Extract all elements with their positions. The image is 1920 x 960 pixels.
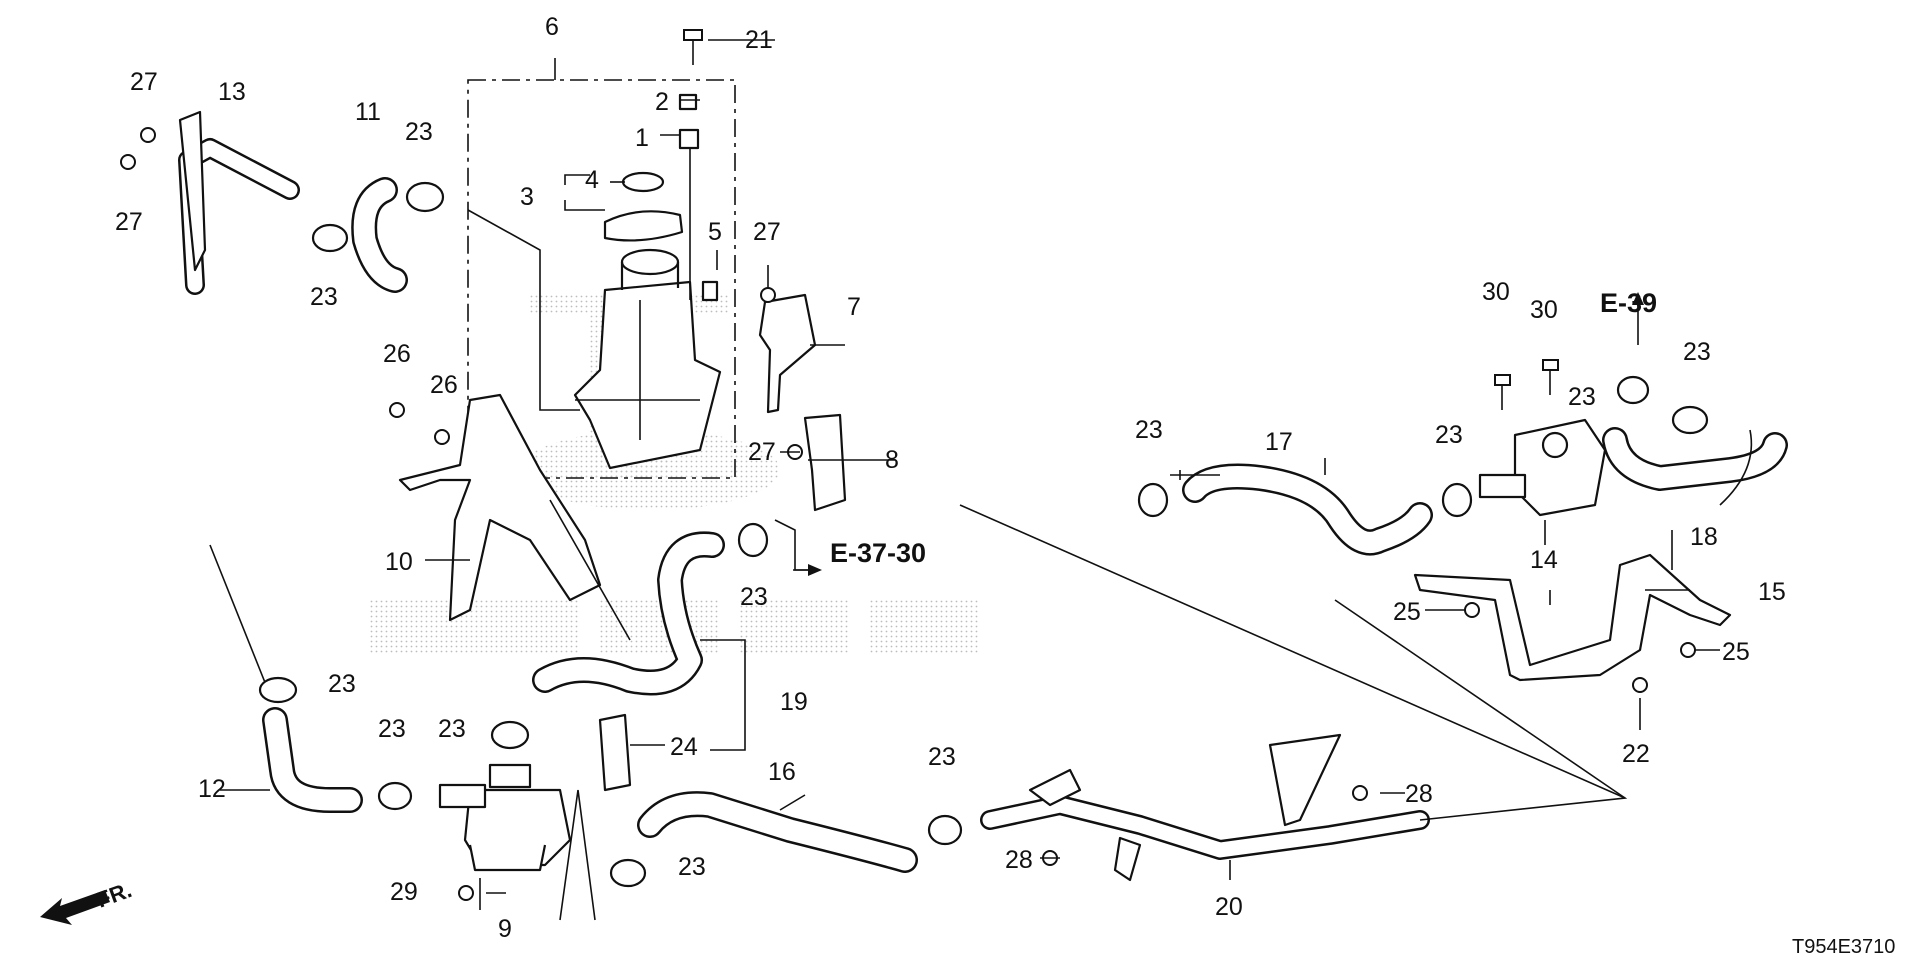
bracket-7: [758, 293, 817, 414]
part-labels: 21 6 2 1 4 3 5 27 7 8 27 27 27 13 11 23 …: [93, 13, 1895, 958]
grommet: [678, 128, 700, 150]
clip-5: [701, 280, 719, 302]
bracket-15: [1413, 553, 1732, 682]
label-13: 13: [218, 78, 246, 106]
label-18: 18: [1690, 523, 1718, 551]
label-30-b: 30: [1530, 296, 1558, 324]
label-28-b: 28: [1005, 846, 1033, 874]
label-20: 20: [1215, 893, 1243, 921]
label-23-f: 23: [438, 715, 466, 743]
pipe-13: [178, 110, 300, 295]
bracket-8: [803, 413, 847, 512]
label-3: 3: [520, 183, 534, 211]
label-17: 17: [1265, 428, 1293, 456]
label-27-c: 27: [130, 68, 158, 96]
label-23-a: 23: [405, 118, 433, 146]
bracket-10: [398, 393, 602, 622]
label-2: 2: [655, 88, 669, 116]
label-30-a: 30: [1482, 278, 1510, 306]
label-23-c: 23: [740, 583, 768, 611]
leader-lines: [220, 39, 1753, 910]
label-4: 4: [585, 166, 599, 194]
label-6: 6: [545, 13, 559, 41]
label-23-e: 23: [378, 715, 406, 743]
clamp-24: [598, 713, 632, 792]
bolt-21: [683, 29, 703, 65]
label-10: 10: [385, 548, 413, 576]
label-9: 9: [498, 915, 512, 943]
label-25-a: 25: [1393, 598, 1421, 626]
label-7: 7: [847, 293, 861, 321]
ref-e-39: E-39: [1600, 288, 1657, 318]
label-1: 1: [635, 124, 649, 152]
label-23-d: 23: [328, 670, 356, 698]
hose-16: [637, 791, 918, 873]
label-21: 21: [745, 26, 773, 54]
label-23-b: 23: [310, 283, 338, 311]
reservoir-group: [467, 58, 847, 512]
bolt-27: [120, 127, 803, 460]
label-5: 5: [708, 218, 722, 246]
label-26-b: 26: [430, 371, 458, 399]
hose-12: [262, 707, 363, 813]
label-16: 16: [768, 758, 796, 786]
label-11: 11: [355, 98, 381, 126]
label-15: 15: [1758, 578, 1786, 606]
front-arrow-icon: [40, 890, 110, 925]
ref-e-37-30: E-37-30: [830, 538, 926, 568]
label-19: 19: [780, 688, 808, 716]
pump-14: [1478, 418, 1607, 517]
nut-26: [389, 402, 450, 445]
label-26-a: 26: [383, 340, 411, 368]
label-28-a: 28: [1405, 780, 1433, 808]
label-23-h: 23: [928, 743, 956, 771]
pump-9: [438, 763, 572, 872]
label-22: 22: [1622, 740, 1650, 768]
diagram-code: T954E3710: [1792, 936, 1895, 958]
label-27-b: 27: [748, 438, 776, 466]
label-12: 12: [198, 775, 226, 803]
reservoir-cap: [603, 210, 684, 242]
hose-11: [351, 177, 408, 293]
label-14: 14: [1530, 546, 1558, 574]
reservoir-neck: [620, 248, 680, 276]
front-marker: FR.: [93, 877, 135, 913]
reservoir-tank: [573, 280, 722, 470]
label-23-i: 23: [1135, 416, 1163, 444]
bolt-2: [678, 93, 698, 111]
label-8: 8: [885, 446, 899, 474]
label-27-a: 27: [753, 218, 781, 246]
pipe-20: [980, 733, 1430, 882]
label-23-k: 23: [1568, 383, 1596, 411]
hose-18: [1602, 427, 1788, 491]
label-25-b: 25: [1722, 638, 1750, 666]
label-24: 24: [670, 733, 698, 761]
label-27-d: 27: [115, 208, 143, 236]
label-29: 29: [390, 878, 418, 906]
hose-17: [1182, 463, 1433, 556]
hose-19: [532, 531, 725, 696]
o-ring: [621, 171, 665, 193]
clamp-23: [258, 181, 1709, 888]
label-23-j: 23: [1435, 421, 1463, 449]
label-23-l: 23: [1683, 338, 1711, 366]
label-23-g: 23: [678, 853, 706, 881]
